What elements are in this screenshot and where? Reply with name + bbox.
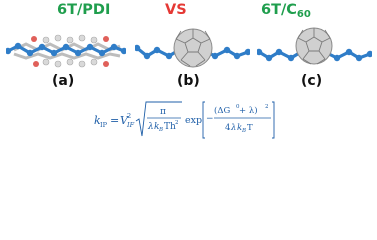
header-6t-c60-subscript: 60 xyxy=(296,9,311,20)
eq-lambda-exp: λ xyxy=(230,123,236,133)
eq-lambda-den: λ xyxy=(147,122,154,132)
eq-dg: (ΔG xyxy=(214,105,230,116)
eq-sq-sup: 2 xyxy=(265,104,269,110)
eq-dg-sup: 0 xyxy=(236,104,240,110)
eq-kb-den-sub: B xyxy=(158,127,163,133)
eq-v-sub: IF xyxy=(126,121,135,129)
molecule-6t-c60-image-c xyxy=(257,27,372,65)
eq-k-sub: IP xyxy=(100,121,108,129)
eq-t: T xyxy=(247,123,253,133)
eq-kb-exp-sub: B xyxy=(241,128,246,134)
6t-atoms xyxy=(6,42,126,57)
panel-label-c: (c) xyxy=(301,73,323,89)
eq-th: Th xyxy=(164,122,176,132)
eq-th-sup: 2 xyxy=(175,120,179,126)
eq-plus-lambda: + λ) xyxy=(239,105,258,116)
header-vs: VS xyxy=(165,2,187,18)
eq-kb-exp: k xyxy=(237,123,242,133)
molecule-6t-pdi-image xyxy=(6,34,126,68)
panel-label-b: (b) xyxy=(177,73,200,89)
eq-exp: exp xyxy=(185,115,202,126)
rate-equation: k IP = V IF 2 π λ k B Th 2 exp − (ΔG 0 +… xyxy=(94,101,275,139)
6t-chain-b-atoms xyxy=(135,44,250,60)
eq-four: 4 xyxy=(225,123,230,133)
eq-equals: = xyxy=(110,114,119,127)
header-6t-pdi-text: 6T/PDI xyxy=(57,2,111,18)
eq-minus: − xyxy=(206,114,214,124)
panel-label-a: (a) xyxy=(52,73,75,89)
6t-chain-c-atoms xyxy=(257,48,372,62)
eq-v: V xyxy=(120,114,129,127)
header-6t-c60-text: 6T/C xyxy=(261,2,297,18)
c60-buckyball-b xyxy=(173,28,213,68)
equation-sqrt: π λ k B Th 2 xyxy=(135,101,182,137)
eq-pi: π xyxy=(160,107,166,117)
eq-k: k xyxy=(94,114,101,127)
pdi-atoms xyxy=(42,34,98,68)
equation-exp: exp − (ΔG 0 + λ) 2 4 λ k B T xyxy=(185,101,275,139)
c60-buckyball-c xyxy=(295,27,333,65)
eq-kb-den: k xyxy=(154,122,159,132)
header-6t-c60: 6T/C60 xyxy=(261,2,311,20)
header-6t-pdi: 6T/PDI xyxy=(57,2,110,18)
eq-v-sup: 2 xyxy=(127,112,131,120)
molecule-6t-c60-image-b xyxy=(135,28,250,68)
equation-lhs: k IP = V IF 2 xyxy=(94,112,135,129)
oxygen-atoms xyxy=(31,36,109,67)
